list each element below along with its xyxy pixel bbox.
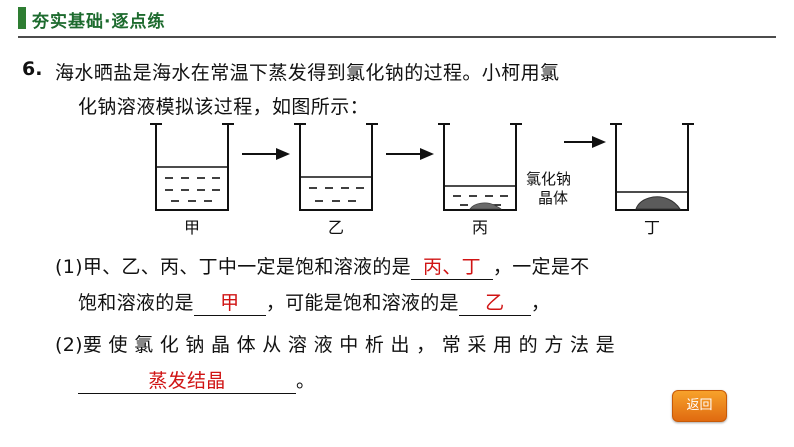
beaker-1 bbox=[150, 123, 234, 211]
part2-suffix: 。 bbox=[296, 370, 316, 392]
part2-prefix: (2)要 使 氯 化 钠 晶 体 从 溶 液 中 析 出 ， 常 采 用 的 方… bbox=[55, 334, 615, 356]
return-button-label: 返回 bbox=[686, 398, 713, 413]
answer-blank-3[interactable]: 乙 bbox=[458, 291, 531, 316]
answer-part-1-line-2: 饱和溶液的是甲，可能是饱和溶液的是乙， bbox=[78, 288, 550, 316]
part1b-suffix: ， bbox=[530, 292, 551, 314]
header-divider bbox=[18, 36, 776, 38]
question-line-2: 化钠溶液模拟该过程，如图所示： bbox=[78, 96, 370, 118]
answer-blank-2[interactable]: 甲 bbox=[193, 291, 266, 316]
part1-prefix: (1)甲、乙、丙、丁中一定是饱和溶液的是 bbox=[55, 256, 411, 278]
beaker-diagram-svg bbox=[150, 123, 694, 211]
arrow-3 bbox=[564, 136, 606, 148]
answer-part-2-line-2: 蒸发结晶。 bbox=[78, 366, 315, 394]
arrow-1 bbox=[242, 148, 290, 160]
part1b-mid: ，可能是饱和溶液的是 bbox=[265, 292, 459, 314]
crystal-label-line-1: 氯化钠 bbox=[526, 170, 572, 188]
header-accent-bar bbox=[18, 7, 26, 29]
beaker-label-1: 甲 bbox=[183, 218, 200, 237]
part1-suffix: ，一定是不 bbox=[492, 256, 590, 278]
return-button[interactable]: 返回 bbox=[672, 390, 727, 422]
beaker-2 bbox=[294, 123, 378, 211]
part1b-prefix: 饱和溶液的是 bbox=[78, 292, 194, 314]
header: 夯实基础·逐点练 bbox=[0, 0, 794, 38]
arrow-2 bbox=[386, 148, 434, 160]
header-title: 夯实基础·逐点练 bbox=[32, 12, 166, 32]
crystal-label-line-2: 晶体 bbox=[538, 189, 569, 207]
beaker-label-2: 乙 bbox=[327, 218, 344, 237]
crystal-pile-small bbox=[469, 202, 502, 210]
answer-blank-4[interactable]: 蒸发结晶 bbox=[78, 369, 296, 394]
answer-part-2-line-1: (2)要 使 氯 化 钠 晶 体 从 溶 液 中 析 出 ， 常 采 用 的 方… bbox=[55, 330, 615, 357]
question-line-1: 海水晒盐是海水在常温下蒸发得到氯化钠的过程。小柯用氯 bbox=[55, 62, 560, 84]
beaker-3 bbox=[438, 123, 522, 211]
beaker-diagram: 甲 乙 丙 丁 氯化钠 晶体 bbox=[140, 122, 700, 240]
answer-part-1-line-1: (1)甲、乙、丙、丁中一定是饱和溶液的是丙、丁，一定是不 bbox=[55, 252, 589, 280]
beaker-4 bbox=[610, 123, 694, 211]
answer-blank-1[interactable]: 丙、丁 bbox=[410, 255, 493, 280]
beaker-label-3: 丙 bbox=[471, 218, 488, 237]
question-number: 6. bbox=[22, 58, 43, 80]
beaker-label-4: 丁 bbox=[643, 218, 660, 237]
